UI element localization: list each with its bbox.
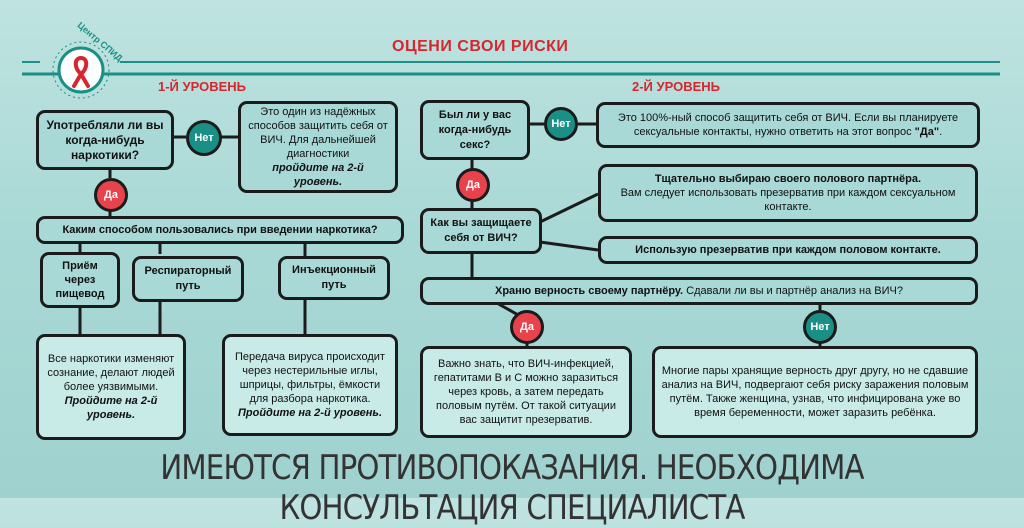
method-oral: Приём через пищевод [40,252,120,308]
oral-info-emphasis: Пройдите на 2-й уровень. [64,395,158,421]
method-oral-text: Приём через пищевод [55,260,105,300]
level2-no2-circle: Нет [803,310,837,344]
injection-info-emphasis: Пройдите на 2-й уровень. [237,407,383,419]
tested-yes-text: Важно знать, что ВИЧ-инфекцией, гепатита… [433,358,619,426]
level2-no-circle: Нет [544,107,578,141]
level1-no-text: Это один из надёжных способов защитить с… [248,106,388,160]
page-title: ОЦЕНИ СВОИ РИСКИ [392,38,569,55]
tested-yes-box: Важно знать, что ВИЧ-инфекцией, гепатита… [420,346,632,438]
logo [46,34,116,104]
option-condom-text: Использую презерватив при каждом половом… [635,243,941,256]
level1-yes-circle: Да [94,178,128,212]
oral-info-text: Все наркотики изменяют сознание, делают … [47,353,175,393]
red-ribbon-logo-icon [52,41,110,99]
method-respiratory-text: Респираторный путь [144,265,232,292]
level1-no-circle: Нет [186,120,222,156]
method-injection: Инъекционный путь [278,256,390,300]
injection-info-box: Передача вируса происходит через нестери… [222,334,398,436]
level1-question-text: Употребляли ли вы когда-нибудь наркотики… [46,117,164,162]
level2-no2-label: Нет [810,321,830,333]
option-choose-partner: Тщательно выбираю своего полового партнё… [598,164,978,222]
level2-no-text-body: Это 100%-ный способ защитить себя от ВИЧ… [617,112,959,138]
level2-heading: 2-Й УРОВЕНЬ [632,79,721,94]
level1-no-label: Нет [194,132,214,144]
level2-no-box: Это 100%-ный способ защитить себя от ВИЧ… [596,102,980,148]
oral-info-box: Все наркотики изменяют сознание, делают … [36,334,186,440]
tested-no-text: Многие пары хранящие верность друг другу… [661,365,969,419]
option-faithful-text: Храню верность своему партнёру. Сдавали … [495,284,903,298]
tested-no-box: Многие пары хранящие верность друг другу… [652,346,978,438]
method-question: Каким способом пользовались при введении… [36,216,404,244]
option-choose-partner-text: Вам следует использовать презерватив при… [620,187,956,213]
level2-yes2-circle: Да [510,310,544,344]
level2-no-quote: "Да" [914,126,940,138]
method-question-text: Каким способом пользовались при введении… [62,223,378,236]
injection-info-text: Передача вируса происходит через нестери… [235,351,385,405]
level1-question: Употребляли ли вы когда-нибудь наркотики… [36,110,174,170]
level1-heading: 1-Й УРОВЕНЬ [158,79,247,94]
option-faithful-title: Храню верность своему партнёру. [494,285,684,297]
level2-question-text: Был ли у вас когда-нибудь секс? [438,108,512,151]
level1-no-box: Это один из надёжных способов защитить с… [238,101,398,193]
level2-yes2-label: Да [520,321,534,333]
method-respiratory: Респираторный путь [132,256,244,302]
footer-disclaimer: ИМЕЮТСЯ ПРОТИВОПОКАЗАНИЯ. НЕОБХОДИМА КОН… [160,448,864,528]
level2-no-text: Это 100%-ный способ защитить себя от ВИЧ… [617,112,959,138]
level1-yes-label: Да [104,189,118,201]
level1-no-emphasis: пройдите на 2-й уровень. [272,162,364,188]
protect-question: Как вы защищаете себя от ВИЧ? [420,208,542,254]
option-condom: Использую презерватив при каждом половом… [598,236,978,264]
protect-question-text: Как вы защищаете себя от ВИЧ? [430,217,532,244]
option-choose-partner-title: Тщательно выбираю своего полового партнё… [654,173,922,185]
level2-no-label: Нет [551,118,571,130]
option-faithful: Храню верность своему партнёру. Сдавали … [420,277,978,305]
method-injection-text: Инъекционный путь [292,264,376,291]
level2-yes-label: Да [466,179,480,191]
level2-yes-circle: Да [456,168,490,202]
option-faithful-question: Сдавали ли вы и партнёр анализ на ВИЧ? [686,285,904,297]
level2-question: Был ли у вас когда-нибудь секс? [420,100,530,160]
